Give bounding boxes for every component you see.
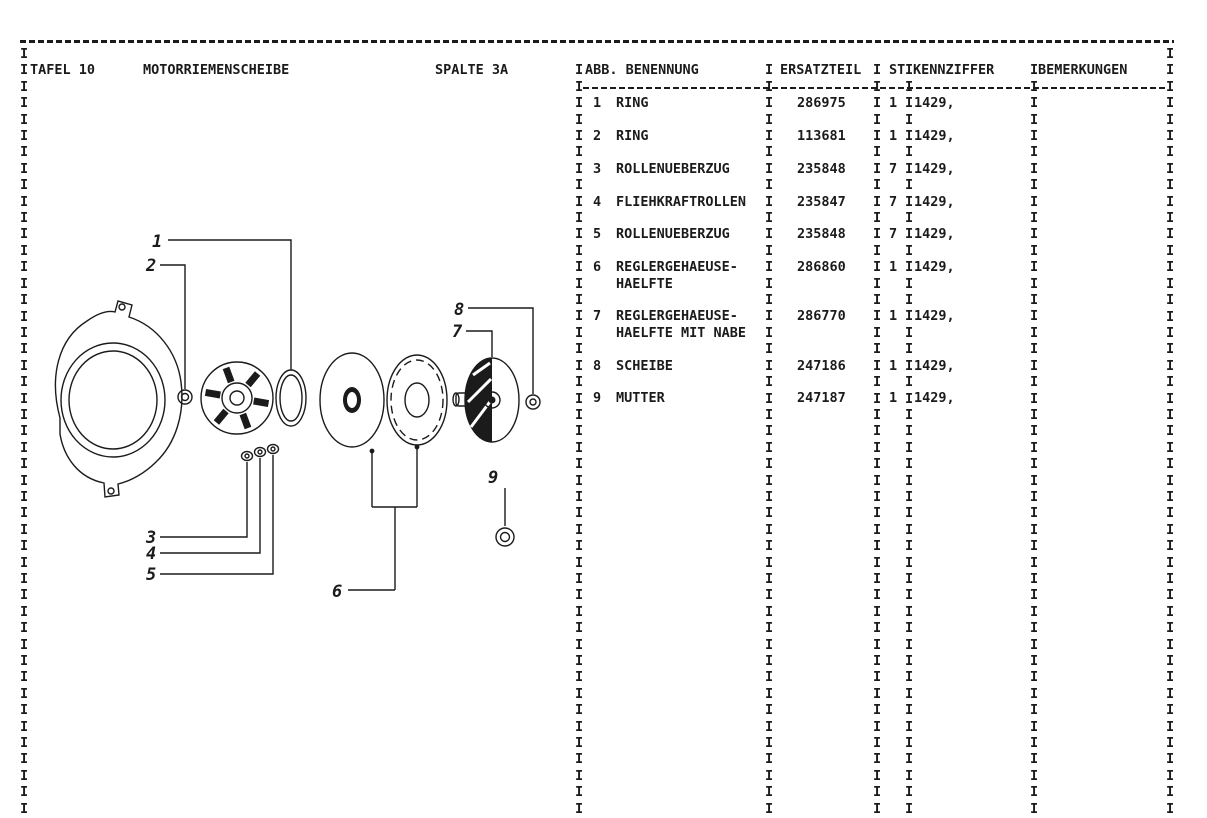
callout-4-label: 4 bbox=[146, 544, 156, 564]
ring-part-1 bbox=[275, 369, 307, 427]
col-header-st: ST bbox=[889, 62, 906, 78]
row-ersatzteil: 235848 bbox=[797, 226, 846, 243]
regulator-housing-half bbox=[319, 352, 385, 448]
row-name: SCHEIBE bbox=[616, 357, 673, 374]
col-header-abb-benennung: ABB. BENENNUNG bbox=[585, 62, 699, 78]
row-abb: 5 bbox=[593, 226, 602, 243]
table-header-divider bbox=[583, 87, 1168, 89]
row-st: 1 bbox=[889, 259, 898, 276]
callout-8: 8 bbox=[454, 300, 534, 394]
tafel-label: TAFEL 10 bbox=[30, 62, 96, 78]
row-abb: 3 bbox=[593, 160, 602, 177]
callout-6-label: 6 bbox=[332, 582, 342, 602]
callout-7: 7 bbox=[452, 322, 493, 357]
spalte-label: SPALTE 3A bbox=[435, 62, 509, 78]
row-ersatzteil: 113681 bbox=[797, 128, 846, 144]
page-top-border bbox=[20, 40, 1174, 43]
row-abb: 1 bbox=[593, 95, 602, 112]
row-kennziffer: 1429, bbox=[914, 128, 955, 144]
variator-cone-with-hub bbox=[452, 357, 520, 443]
row-abb: 6 bbox=[593, 259, 602, 276]
row-ersatzteil: 286975 bbox=[797, 95, 846, 112]
col-st-border: I I I I I I I I I I I I I I I I I I I I … bbox=[873, 62, 882, 817]
row-st: 7 bbox=[889, 193, 898, 210]
row-name: RING bbox=[616, 128, 649, 144]
callout-4: 4 bbox=[146, 458, 261, 564]
row-st: 7 bbox=[889, 226, 898, 243]
row-st: 1 bbox=[889, 128, 898, 144]
row-kennziffer: 1429, bbox=[914, 259, 955, 276]
callout-6: 6 bbox=[332, 444, 420, 602]
row-kennziffer: 1429, bbox=[914, 226, 955, 243]
row-ersatzteil: 247187 bbox=[797, 390, 846, 407]
row-abb: 8 bbox=[593, 357, 602, 374]
row-abb: 2 bbox=[593, 128, 602, 144]
col-kennziffer-border: I I I I I I I I I I I I I I I I I I I I … bbox=[905, 62, 914, 817]
row-st: 1 bbox=[889, 357, 898, 374]
washer bbox=[525, 394, 541, 410]
row-kennziffer: 1429, bbox=[914, 193, 955, 210]
row-name: MUTTER bbox=[616, 390, 665, 407]
callout-5-label: 5 bbox=[146, 565, 156, 585]
exploded-view-diagram: 1 2 8 7 3 4 5 bbox=[54, 232, 541, 602]
row-kennziffer: 1429, bbox=[914, 390, 955, 407]
row-name-line2: HAELFTE bbox=[616, 275, 673, 292]
row-kennziffer: 1429, bbox=[914, 160, 955, 177]
row-name: RING bbox=[616, 95, 649, 112]
callout-2-label: 2 bbox=[145, 256, 156, 276]
callout-9: 9 bbox=[488, 468, 506, 526]
row-ersatzteil: 286770 bbox=[797, 308, 846, 325]
roller-cage bbox=[200, 361, 274, 435]
col-header-ersatzteil: ERSATZTEIL bbox=[780, 62, 862, 78]
callout-1-label: 1 bbox=[152, 232, 162, 252]
row-kennziffer: 1429, bbox=[914, 95, 955, 112]
row-name: FLIEHKRAFTROLLEN bbox=[616, 193, 747, 210]
callout-1: 1 bbox=[152, 232, 292, 370]
row-ersatzteil: 286860 bbox=[797, 259, 846, 276]
col-ersatzteil-border: I I I I I I I I I I I I I I I I I I I I … bbox=[765, 62, 774, 817]
callout-7-label: 7 bbox=[452, 322, 463, 342]
page-border-left: I I I I I I I I I I I I I I I I I I I I … bbox=[20, 46, 29, 817]
callout-5: 5 bbox=[146, 455, 274, 585]
fan-housing bbox=[54, 300, 183, 498]
row-abb: 7 bbox=[593, 308, 602, 325]
row-ersatzteil: 235847 bbox=[797, 193, 846, 210]
scalloped-housing-half bbox=[386, 354, 448, 446]
table-border-left: I I I I I I I I I I I I I I I I I I I I … bbox=[575, 62, 584, 817]
row-ersatzteil: 235848 bbox=[797, 160, 846, 177]
page-title: MOTORRIEMENSCHEIBE bbox=[143, 62, 290, 78]
callout-3: 3 bbox=[145, 462, 248, 548]
row-st: 1 bbox=[889, 308, 898, 325]
row-name: REGLERGEHAEUSE- bbox=[616, 308, 738, 325]
row-ersatzteil: 247186 bbox=[797, 357, 846, 374]
col-header-kennziffer: KENNZIFFER bbox=[913, 62, 995, 78]
page-border-right: I I I I I I I I I I I I I I I I I I I I … bbox=[1166, 46, 1175, 817]
callout-8-label: 8 bbox=[454, 300, 464, 320]
callout-3-label: 3 bbox=[145, 528, 156, 548]
callout-9-label: 9 bbox=[488, 468, 498, 488]
row-st: 1 bbox=[889, 95, 898, 112]
row-name: ROLLENUEBERZUG bbox=[616, 160, 730, 177]
centrifugal-rollers bbox=[240, 443, 280, 462]
row-st: 7 bbox=[889, 160, 898, 177]
col-bemerkungen-border: I I I I I I I I I I I I I I I I I I I I … bbox=[1030, 62, 1039, 817]
col-header-bemerkungen: BEMERKUNGEN bbox=[1038, 62, 1128, 78]
row-abb: 9 bbox=[593, 390, 602, 407]
callout-2: 2 bbox=[145, 256, 186, 389]
nut bbox=[495, 527, 515, 547]
row-abb: 4 bbox=[593, 193, 602, 210]
row-name: ROLLENUEBERZUG bbox=[616, 226, 730, 243]
row-st: 1 bbox=[889, 390, 898, 407]
row-kennziffer: 1429, bbox=[914, 357, 955, 374]
row-name: REGLERGEHAEUSE- bbox=[616, 259, 738, 276]
row-name-line2: HAELFTE MIT NABE bbox=[616, 324, 747, 341]
ring-part-2 bbox=[177, 389, 193, 405]
row-kennziffer: 1429, bbox=[914, 308, 955, 325]
